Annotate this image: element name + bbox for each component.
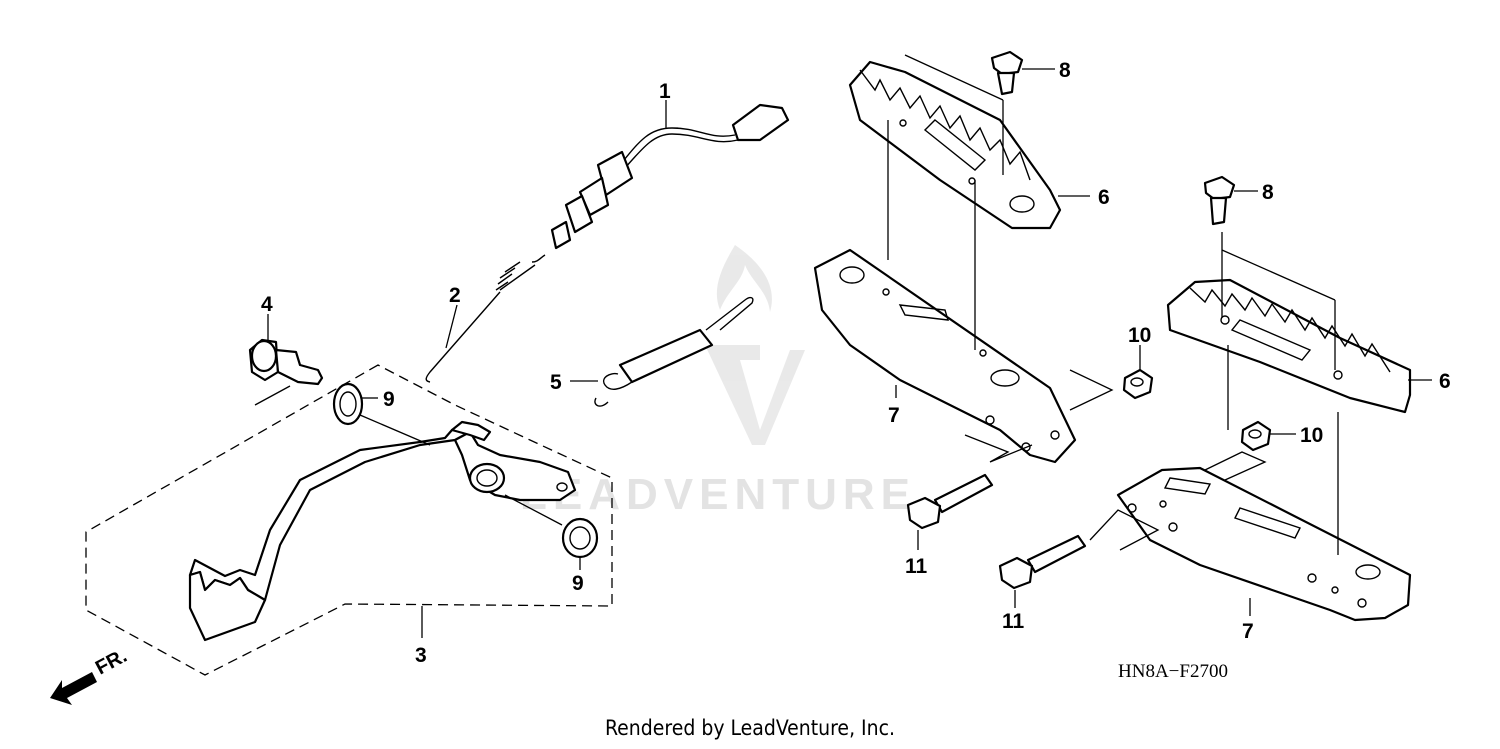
callout-10b: 10: [1300, 424, 1323, 447]
bolt-11-lower: [998, 534, 1087, 590]
footpeg-left-bracket: [813, 248, 1077, 464]
callout-4: 4: [261, 293, 273, 316]
callout-11b: 11: [1002, 610, 1025, 633]
front-direction-arrow-icon: [50, 672, 97, 705]
callout-6a: 6: [1098, 186, 1110, 209]
callout-3: 3: [415, 644, 427, 667]
callout-5: 5: [550, 371, 562, 394]
callout-7a: 7: [888, 404, 900, 427]
diagram-code: HN8A−F2700: [1118, 661, 1228, 682]
callout-7b: 7: [1242, 620, 1254, 643]
pivot-bolt: [248, 338, 324, 386]
footpeg-right-plate: [1166, 278, 1412, 414]
nut-10-lower: [1240, 420, 1272, 452]
rendered-by-credit: Rendered by LeadVenture, Inc.: [605, 716, 895, 740]
brake-switch: [550, 103, 790, 250]
footpeg-right-bracket: [1116, 466, 1412, 622]
switch-spring: [425, 254, 546, 383]
bolt-11-upper: [906, 473, 994, 530]
callout-6b: 6: [1439, 370, 1451, 393]
footpeg-left-plate: [848, 60, 1062, 230]
callout-11a: 11: [905, 555, 928, 578]
callout-1: 1: [659, 80, 671, 103]
bolt-8-lower: [1203, 175, 1236, 226]
seal-upper: [332, 382, 364, 426]
callout-2: 2: [449, 284, 461, 307]
bolt-8-upper: [990, 50, 1024, 96]
callout-9b: 9: [572, 572, 584, 595]
callout-8a: 8: [1059, 59, 1071, 82]
brake-pedal: [188, 420, 577, 642]
return-spring: [594, 296, 754, 407]
watermark-text: LEADVENTURE: [520, 470, 917, 519]
seal-lower: [561, 517, 599, 559]
callout-10a: 10: [1128, 324, 1151, 347]
nut-10-upper: [1122, 368, 1154, 400]
leader-lines: [254, 54, 1432, 638]
callout-8b: 8: [1262, 181, 1274, 204]
watermark-logo: [705, 245, 805, 445]
callout-9a: 9: [383, 388, 395, 411]
brake-group-outline: [85, 364, 613, 676]
